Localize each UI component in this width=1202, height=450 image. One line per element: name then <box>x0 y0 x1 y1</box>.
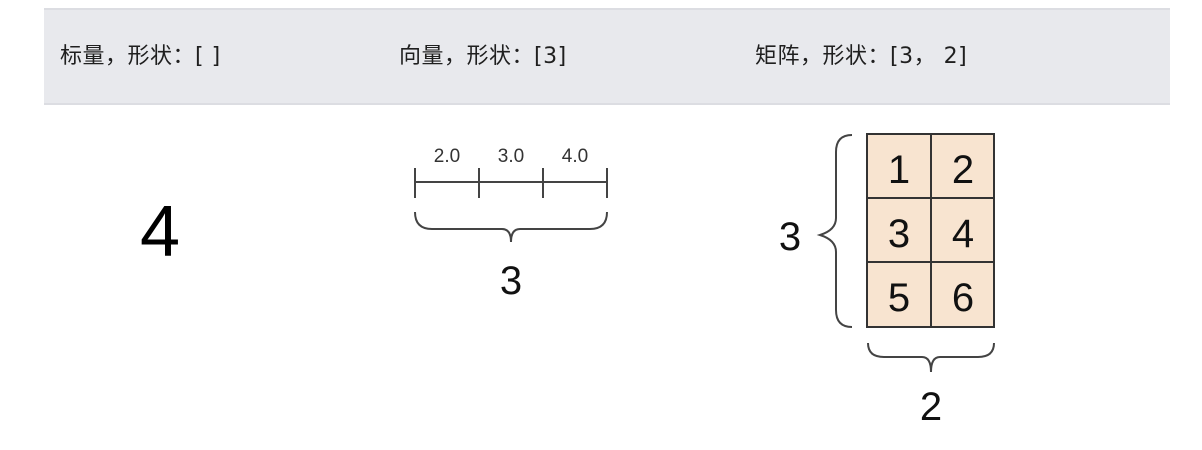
vector-value-2: 4.0 <box>562 146 588 167</box>
vector-axis <box>414 168 608 198</box>
matrix-diagram: 1 2 3 4 5 6 3 2 <box>779 133 995 429</box>
matrix-cell-0-0: 1 <box>888 148 910 192</box>
scalar-value: 4 <box>140 192 180 272</box>
matrix-cell-2-0: 5 <box>888 276 910 320</box>
scalar-diagram: 4 <box>140 192 180 272</box>
header-vector-label: 向量，形状：[3] <box>399 44 567 69</box>
header-scalar-label: 标量，形状：[ ] <box>60 44 221 69</box>
vector-diagram: 2.0 3.0 4.0 3 <box>414 146 608 303</box>
matrix-col-count-label: 2 <box>920 385 942 429</box>
header-matrix-label: 矩阵，形状：[3， 2] <box>755 44 968 69</box>
matrix-col-brace-icon <box>867 342 995 373</box>
matrix-row-count-label: 3 <box>779 215 801 259</box>
vector-length-label: 3 <box>500 259 522 303</box>
matrix-cell-0-1: 2 <box>952 148 974 192</box>
vector-value-1: 3.0 <box>498 146 524 167</box>
matrix-cell-1-1: 4 <box>952 212 974 256</box>
matrix-cell-2-1: 6 <box>952 276 974 320</box>
matrix-row-brace-icon <box>816 134 853 328</box>
matrix-cell-1-0: 3 <box>888 212 910 256</box>
vector-value-0: 2.0 <box>434 146 460 167</box>
shape-header-row: 标量，形状：[ ] 向量，形状：[3] 矩阵，形状：[3， 2] <box>44 8 1170 105</box>
vector-brace-icon <box>414 211 608 243</box>
